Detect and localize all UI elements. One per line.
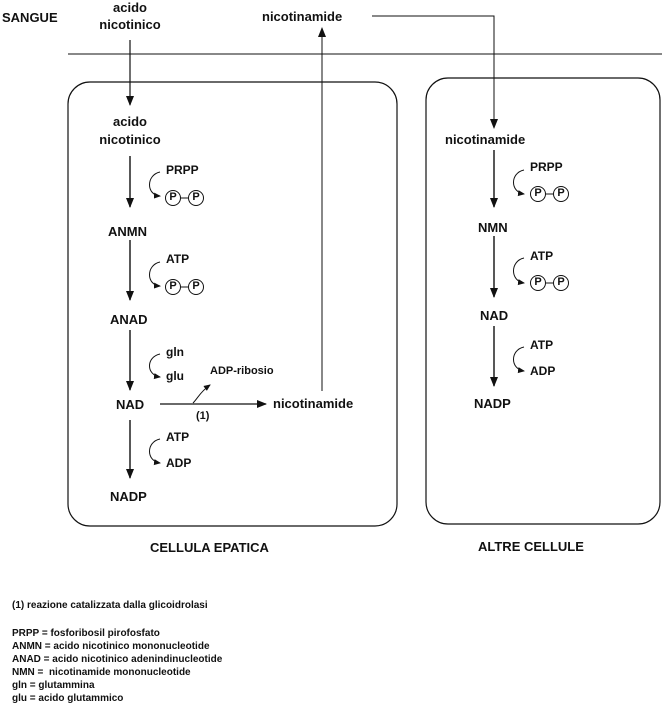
curve-atp-other-2 [513, 346, 525, 374]
other-atp-2: ATP [530, 338, 554, 352]
other-adp: ADP [530, 364, 556, 378]
other-nicotinamide: nicotinamide [445, 132, 526, 147]
liver-acid-line2: nicotinico [99, 132, 161, 147]
legend-item: glu = acido glutammico [12, 693, 124, 704]
legend-item: NMN = nicotinamide mononucleotide [12, 667, 191, 678]
liver-adp-ribosio: ADP-ribosio [210, 365, 274, 377]
liver-glu: glu [166, 369, 184, 383]
legend-item: ANMN = acido nicotinico mononucleotide [12, 641, 210, 652]
liver-p-4: P [192, 280, 200, 292]
liver-p-1: P [169, 191, 177, 203]
blood-nicotinamide: nicotinamide [262, 9, 343, 24]
other-atp-1: ATP [530, 249, 554, 263]
other-cell-box [425, 77, 661, 525]
curve-prpp-other [513, 169, 525, 197]
curve-adp-ribosio [192, 384, 211, 404]
liver-prpp: PRPP [166, 163, 199, 177]
liver-atp-2: ATP [166, 430, 190, 444]
legend-list: PRPP = fosforibosil pirofosfato ANMN = a… [12, 627, 222, 705]
other-p-2: P [557, 187, 565, 199]
liver-adp: ADP [166, 456, 192, 470]
liver-atp-1: ATP [166, 252, 190, 266]
curve-prpp-liver [149, 171, 161, 199]
liver-p-2: P [192, 191, 200, 203]
legend-item: ANAD = acido nicotinico adenindinucleoti… [12, 654, 223, 665]
liver-gln: gln [166, 345, 184, 359]
blood-label: SANGUE [2, 10, 58, 25]
liver-anmn: ANMN [108, 224, 147, 239]
other-p-3: P [534, 276, 542, 288]
blood-acid-line2: nicotinico [99, 17, 161, 32]
other-nad: NAD [480, 308, 509, 323]
other-nmn: NMN [478, 220, 508, 235]
other-cell-title: ALTRE CELLULE [478, 539, 584, 554]
arrow-nicotinamide-uptake [372, 15, 498, 129]
liver-cell-box [67, 81, 398, 527]
reaction-mark: (1) [196, 410, 210, 422]
liver-nicotinamide: nicotinamide [273, 396, 354, 411]
liver-acid-line1: acido [113, 114, 147, 129]
blood-acid-line1: acido [113, 0, 147, 15]
legend-note: (1) reazione catalizzata dalla glicoidro… [12, 600, 208, 611]
liver-nad: NAD [116, 397, 145, 412]
curve-gln-glu [149, 353, 161, 380]
legend-item: gln = glutammina [12, 680, 95, 691]
liver-cell-title: CELLULA EPATICA [150, 540, 269, 555]
liver-nadp: NADP [110, 489, 147, 504]
curve-atp-liver-1 [149, 261, 161, 289]
other-nadp: NADP [474, 396, 511, 411]
other-p-4: P [557, 276, 565, 288]
liver-p-3: P [169, 280, 177, 292]
other-prpp: PRPP [530, 160, 563, 174]
legend-item: PRPP = fosforibosil pirofosfato [12, 628, 160, 639]
curve-atp-liver-2 [149, 438, 161, 466]
other-p-1: P [534, 187, 542, 199]
curve-atp-other-1 [513, 257, 525, 286]
liver-anad: ANAD [110, 312, 148, 327]
